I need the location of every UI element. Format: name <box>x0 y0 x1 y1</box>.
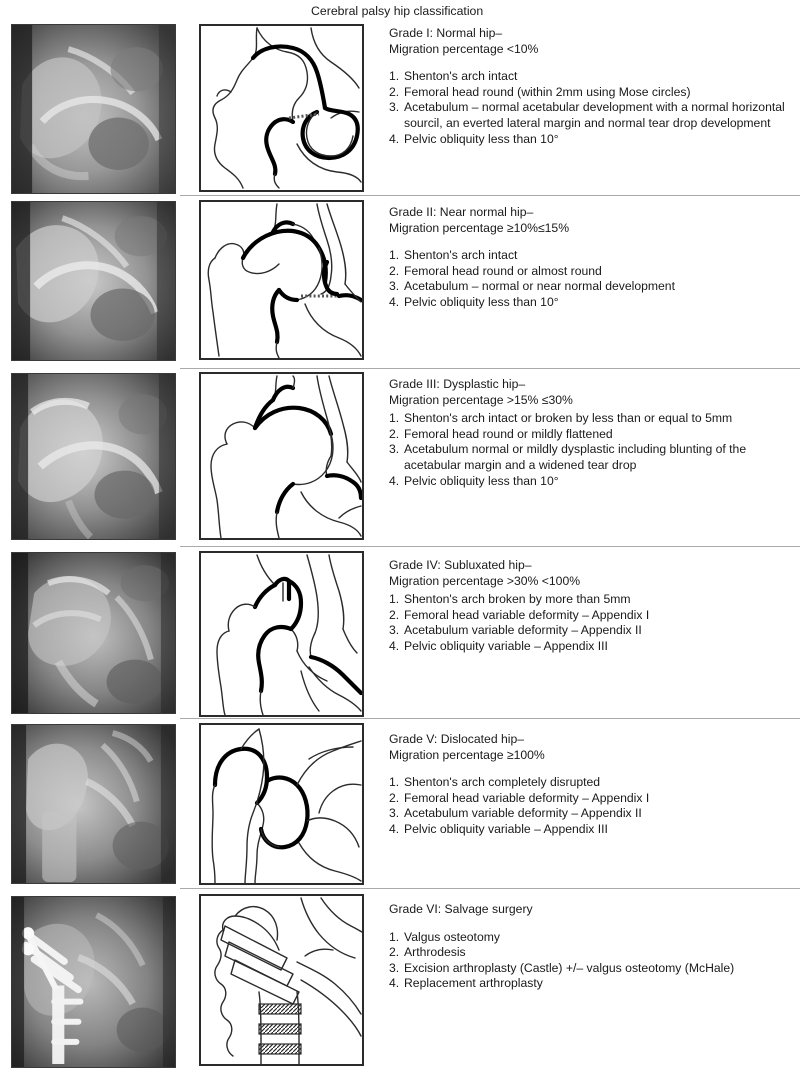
grade-6-text: Grade VI: Salvage surgery 1.Valgus osteo… <box>389 902 800 992</box>
xray-near-normal-hip <box>11 201 176 361</box>
diagram-salvage-surgery <box>199 894 364 1066</box>
grade-3-heading: Grade III: Dysplastic hip– <box>389 377 526 391</box>
row-separator <box>180 888 800 889</box>
grade-1-migration: Migration percentage <10% <box>389 41 539 56</box>
xray-dysplastic-hip <box>11 373 176 540</box>
list-item: 3.Acetabulum – normal or near normal dev… <box>389 279 675 294</box>
list-item: 3.Acetabulum normal or mildly dysplastic… <box>389 442 747 472</box>
grade-row-2: Grade II: Near normal hip– Migration per… <box>0 195 800 368</box>
list-item: 3.Acetabulum variable deformity – Append… <box>389 623 642 638</box>
grade-2-migration: Migration percentage ≥10%≤15% <box>389 220 570 235</box>
list-item: 1.Shenton's arch completely disrupted <box>389 775 601 790</box>
grade-4-criteria: 1.Shenton's arch broken by more than 5mm… <box>389 592 800 654</box>
list-item: 1.Valgus osteotomy <box>389 929 500 944</box>
list-item: 3.Acetabulum – normal acetabular develop… <box>389 100 785 130</box>
grade-6-criteria: 1.Valgus osteotomy 2.Arthrodesis 3.Excis… <box>389 930 800 992</box>
list-item: 3.Excision arthroplasty (Castle) +/– val… <box>389 960 735 975</box>
diagram-dysplastic-hip <box>199 372 364 540</box>
grade-4-text: Grade IV: Subluxated hip– Migration perc… <box>389 558 800 655</box>
list-item: 1.Shenton's arch intact <box>389 69 518 84</box>
list-item: 4.Pelvic obliquity less than 10° <box>389 473 559 488</box>
grade-row-1: Grade I: Normal hip– Migration percentag… <box>0 0 800 195</box>
list-item: 2.Femoral head variable deformity – Appe… <box>389 607 650 622</box>
list-item: 1.Shenton's arch broken by more than 5mm <box>389 592 631 607</box>
list-item: 1.Shenton's arch intact or broken by les… <box>389 411 733 426</box>
row-separator <box>180 195 800 196</box>
grade-row-3: Grade III: Dysplastic hip– Migration per… <box>0 368 800 546</box>
grade-2-text: Grade II: Near normal hip– Migration per… <box>389 205 800 311</box>
list-item: 1.Shenton's arch intact <box>389 248 518 263</box>
xray-normal-hip <box>11 24 176 194</box>
grade-1-criteria: 1.Shenton's arch intact 2.Femoral head r… <box>389 69 800 147</box>
row-separator <box>180 546 800 547</box>
grade-row-6: Grade VI: Salvage surgery 1.Valgus osteo… <box>0 888 800 1078</box>
diagram-dislocated-hip <box>199 723 364 885</box>
diagram-normal-hip <box>199 24 364 192</box>
list-item: 2.Femoral head round or mildly flattened <box>389 426 613 441</box>
grade-2-criteria: 1.Shenton's arch intact 2.Femoral head r… <box>389 248 800 310</box>
row-separator <box>180 368 800 369</box>
grade-6-heading: Grade VI: Salvage surgery <box>389 902 533 916</box>
list-item: 2.Arthrodesis <box>389 945 466 960</box>
list-item: 4.Pelvic obliquity less than 10° <box>389 294 559 309</box>
grade-5-criteria: 1.Shenton's arch completely disrupted 2.… <box>389 775 800 837</box>
grade-1-text: Grade I: Normal hip– Migration percentag… <box>389 26 800 147</box>
list-item: 2.Femoral head variable deformity – Appe… <box>389 790 650 805</box>
grade-4-migration: Migration percentage >30% <100% <box>389 573 581 588</box>
grade-5-heading: Grade V: Dislocated hip– <box>389 732 525 746</box>
list-item: 4.Pelvic obliquity variable – Appendix I… <box>389 821 608 836</box>
list-item: 4.Pelvic obliquity less than 10° <box>389 131 559 146</box>
grade-3-migration: Migration percentage >15% ≤30% <box>389 392 573 407</box>
diagram-subluxated-hip <box>199 551 364 717</box>
list-item: 2.Femoral head round (within 2mm using M… <box>389 84 691 99</box>
grade-5-text: Grade V: Dislocated hip– Migration perce… <box>389 732 800 838</box>
grade-row-4: Grade IV: Subluxated hip– Migration perc… <box>0 546 800 718</box>
grade-3-text: Grade III: Dysplastic hip– Migration per… <box>389 377 800 489</box>
list-item: 4.Pelvic obliquity variable – Appendix I… <box>389 638 608 653</box>
grade-3-criteria: 1.Shenton's arch intact or broken by les… <box>389 411 800 489</box>
list-item: 2.Femoral head round or almost round <box>389 263 602 278</box>
xray-dislocated-hip <box>11 724 176 884</box>
grade-4-heading: Grade IV: Subluxated hip– <box>389 558 532 572</box>
list-item: 3.Acetabulum variable deformity – Append… <box>389 806 642 821</box>
diagram-near-normal-hip <box>199 200 364 360</box>
grade-row-5: Grade V: Dislocated hip– Migration perce… <box>0 718 800 888</box>
list-item: 4.Replacement arthroplasty <box>389 976 543 991</box>
grade-1-heading: Grade I: Normal hip– <box>389 26 503 40</box>
grade-2-heading: Grade II: Near normal hip– <box>389 205 534 219</box>
grade-5-migration: Migration percentage ≥100% <box>389 747 545 762</box>
xray-subluxated-hip <box>11 552 176 714</box>
row-separator <box>180 718 800 719</box>
xray-salvage-surgery <box>11 896 176 1068</box>
figure-title: Cerebral palsy hip classification <box>311 4 484 18</box>
